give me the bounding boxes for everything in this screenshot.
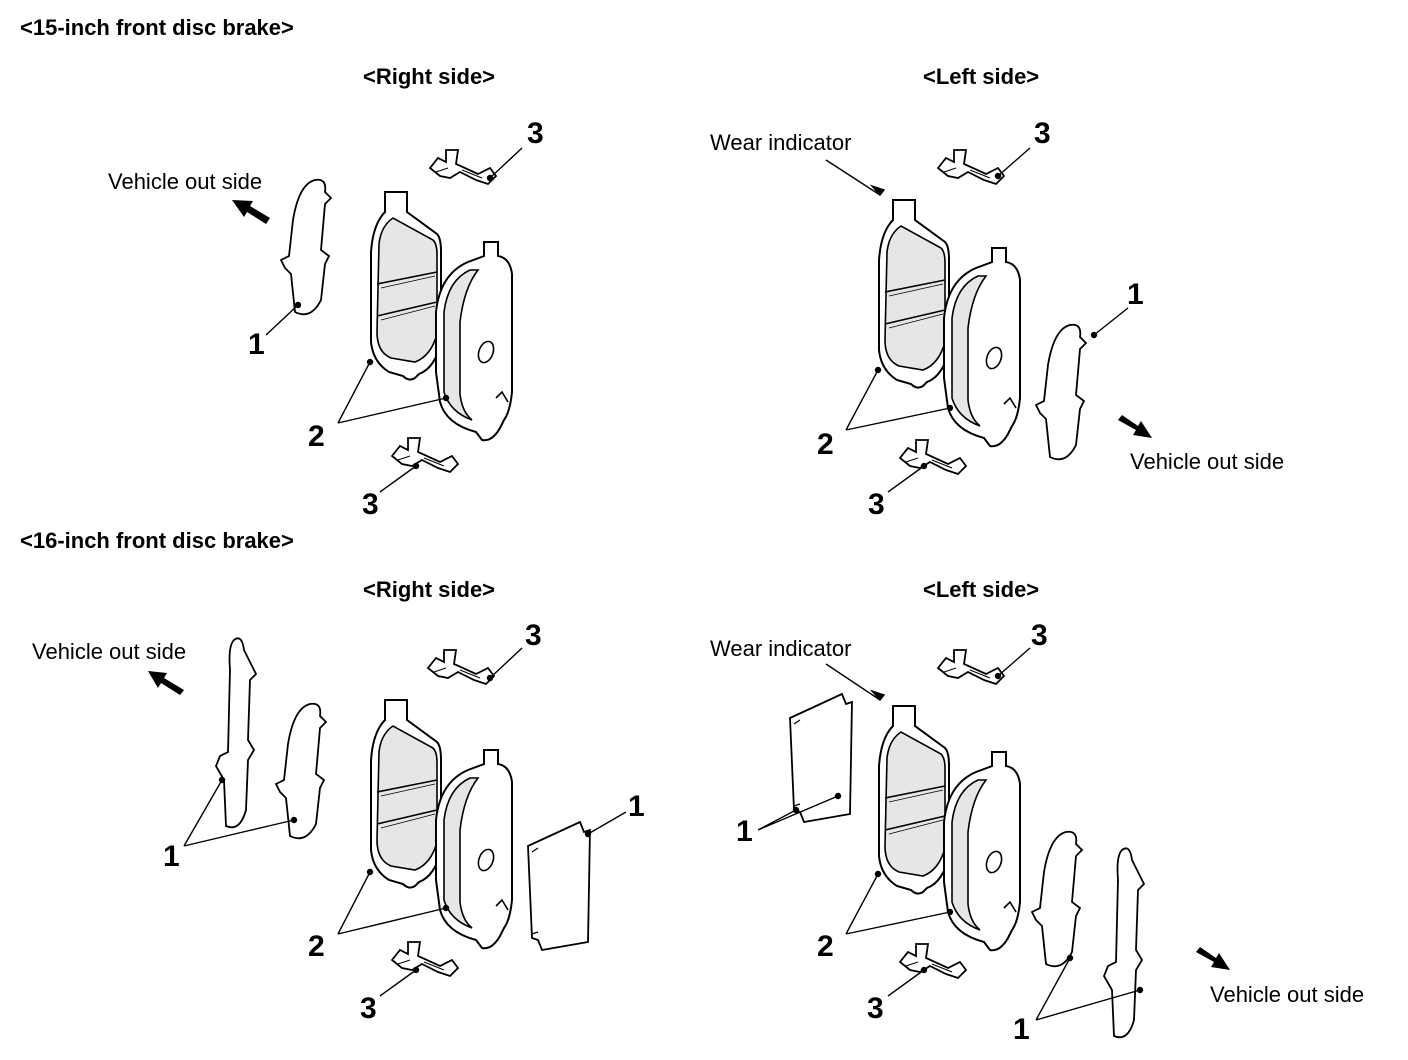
callout-number: 3 [867,992,884,1025]
section-title-15-inch: <15-inch front disc brake> [20,15,294,40]
inner-pad-16-left [878,705,950,895]
leader-lines [183,647,627,997]
assembly-16in-right [148,637,627,997]
outer-pad-16-right [435,749,513,950]
heading-right-side: <Right side> [363,577,496,602]
flat-shim-16-right [527,821,591,951]
tall-shim-16-right [215,637,257,829]
wear-indicator-label: Wear indicator [710,636,852,661]
callout-number: 1 [1127,278,1144,311]
callout-number: 2 [308,930,325,963]
callout-number: 3 [527,117,544,150]
outer-pad-16-left [943,751,1021,952]
heading-left-side: <Left side> [923,64,1040,89]
callout-number: 1 [1013,1013,1030,1046]
shim-16-right [275,702,327,840]
shim-16-left [1031,830,1083,968]
callout-number: 3 [1031,619,1048,652]
section-title-16-inch: <16-inch front disc brake> [20,528,294,553]
assembly-15in-right [232,147,523,493]
clip-upper-15-right [429,149,497,185]
arrow-icon [1196,947,1230,970]
arrow-icon [232,200,270,224]
callout-number: 3 [1034,117,1051,150]
outer-pad-15-right [435,241,513,442]
vehicle-out-side-label: Vehicle out side [1210,982,1365,1007]
clip-lower-15-left [899,439,967,475]
clip-upper-16-right [427,649,495,685]
callout-number: 2 [308,420,325,453]
callout-number: 3 [868,488,885,521]
wear-indicator-label: Wear indicator [710,130,852,155]
callout-number: 1 [736,815,753,848]
tall-shim-16-left [1103,847,1145,1039]
shim-15-right [280,178,332,316]
arrow-icon [1118,415,1152,438]
vehicle-out-side-label: Vehicle out side [108,169,263,194]
vehicle-out-side-label: Vehicle out side [32,639,187,664]
callout-number: 3 [525,619,542,652]
heading-left-side: <Left side> [923,577,1040,602]
clip-upper-15-left [937,149,1005,185]
callout-number: 3 [362,488,379,521]
clip-upper-16-left [937,649,1005,685]
clip-lower-16-left [899,943,967,979]
leader-lines [825,147,1129,493]
outer-pad-15-left [943,247,1021,448]
callout-number: 2 [817,428,834,461]
leader-lines [757,647,1144,1021]
clip-lower-16-right [391,941,459,977]
assembly-15in-left [825,147,1152,493]
leader-lines [265,147,523,493]
shim-15-left [1035,323,1087,461]
inner-pad-15-right [370,191,442,381]
heading-right-side: <Right side> [363,64,496,89]
callout-number: 2 [817,930,834,963]
arrow-icon [148,671,184,695]
callout-number: 1 [163,840,180,873]
inner-pad-15-left [878,199,950,389]
clip-lower-15-right [391,437,459,473]
inner-pad-16-right [370,699,442,889]
callout-number: 3 [360,992,377,1025]
callout-number: 1 [248,328,265,361]
callout-number: 1 [628,790,645,823]
assembly-16in-left [757,647,1230,1039]
vehicle-out-side-label: Vehicle out side [1130,449,1285,474]
